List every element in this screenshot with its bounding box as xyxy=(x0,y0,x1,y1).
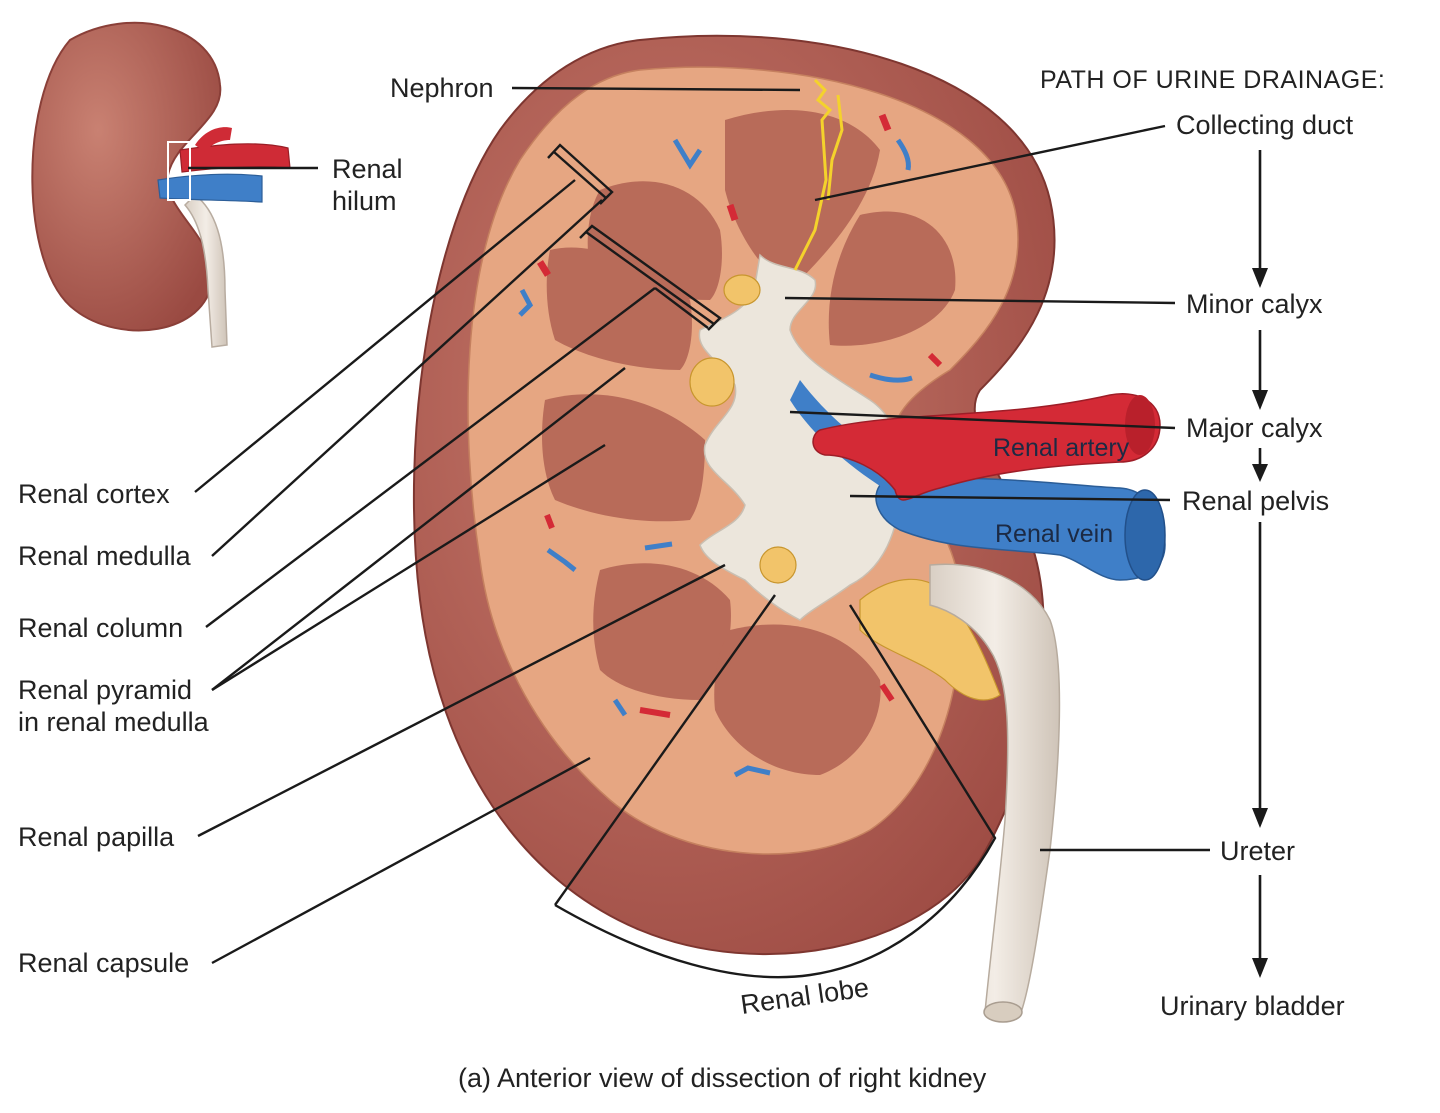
label-nephron: Nephron xyxy=(390,73,494,103)
leader-renal-column-tip xyxy=(654,287,709,329)
label-renal-vein: Renal vein xyxy=(995,520,1113,548)
labels: Nephron PATH OF URINE DRAINAGE: Collecti… xyxy=(18,66,1385,1093)
renal-pyramid-bottom xyxy=(714,624,881,775)
vessel-blue-2 xyxy=(895,138,911,171)
label-collecting-duct: Collecting duct xyxy=(1176,110,1354,140)
vessel-red-1 xyxy=(878,113,892,132)
renal-pyramid-lower-left xyxy=(593,563,731,700)
label-renal-medulla: Renal medulla xyxy=(18,541,192,571)
leader-renal-cortex xyxy=(194,179,576,493)
leader-renal-column xyxy=(205,287,656,628)
main-kidney xyxy=(412,34,1166,1023)
inset-artery-branch xyxy=(195,127,232,152)
arrow-3-head xyxy=(1252,464,1268,482)
renal-pelvis-shape xyxy=(698,253,903,621)
vessel-red-4 xyxy=(927,352,943,368)
label-renal-pelvis: Renal pelvis xyxy=(1182,486,1329,516)
leader-minor-calyx xyxy=(784,296,1176,305)
label-renal-column: Renal column xyxy=(18,613,183,643)
inset-vein xyxy=(157,173,263,203)
leader-lines xyxy=(188,86,1210,979)
vessel-blue-5 xyxy=(546,547,577,572)
label-renal-papilla: Renal papilla xyxy=(18,822,175,852)
label-major-calyx: Major calyx xyxy=(1186,413,1323,443)
renal-pyramid-top xyxy=(725,110,880,290)
inset-hilum-bracket xyxy=(167,141,191,201)
label-ureter: Ureter xyxy=(1220,836,1295,866)
figure-caption: (a) Anterior view of dissection of right… xyxy=(458,1063,987,1093)
vessel-red-7 xyxy=(879,683,895,702)
arrow-5-head xyxy=(1252,958,1268,978)
arrow-2-head xyxy=(1252,390,1268,410)
vessel-blue-4 xyxy=(869,372,913,383)
leader-renal-capsule xyxy=(211,756,591,965)
bracket-medulla-mid xyxy=(585,231,715,325)
label-path-heading: PATH OF URINE DRAINAGE: xyxy=(1040,66,1385,94)
leader-nephron xyxy=(511,86,801,92)
fat-mid-left xyxy=(689,357,735,407)
label-minor-calyx: Minor calyx xyxy=(1186,289,1323,319)
leader-renal-medulla xyxy=(211,199,603,557)
label-renal-artery: Renal artery xyxy=(993,434,1130,462)
vessel-red-5 xyxy=(544,513,555,530)
fat-sinus xyxy=(859,578,1001,701)
label-renal-capsule: Renal capsule xyxy=(18,948,189,978)
renal-pyramid-left xyxy=(542,394,705,522)
fat-lower xyxy=(759,546,797,584)
label-renal-cortex: Renal cortex xyxy=(18,479,170,509)
label-renal-hilum-2: hilum xyxy=(332,186,397,216)
renal-vein-opening xyxy=(1124,489,1166,581)
label-renal-hilum-1: Renal xyxy=(332,154,403,184)
leader-renal-pyramid-a xyxy=(211,367,626,691)
bracket-renal-lobe xyxy=(554,594,776,906)
leader-renal-pelvis xyxy=(849,494,1171,502)
label-renal-lobe: Renal lobe xyxy=(739,972,871,1020)
leader-renal-pyramid-b xyxy=(211,443,606,692)
label-renal-pyramid-1: Renal pyramid xyxy=(18,675,192,705)
renal-artery-vessel xyxy=(812,393,1161,501)
ureter-opening xyxy=(983,1001,1023,1023)
renal-pyramid-upper-right xyxy=(828,211,956,346)
renal-pyramid-mid-left xyxy=(546,247,692,370)
vessel-blue-1 xyxy=(672,138,703,170)
vessel-blue-6 xyxy=(644,541,673,551)
leader-renal-papilla xyxy=(197,563,726,838)
inset-ureter xyxy=(183,194,228,348)
vessel-blue-3 xyxy=(518,288,534,317)
nephron-tubule xyxy=(793,78,844,271)
fat-upper xyxy=(723,274,761,306)
renal-artery-opening xyxy=(1125,395,1155,455)
bracket-cortex-mid xyxy=(553,151,607,199)
renal-vein-vessel xyxy=(875,477,1166,581)
vessel-blue-7 xyxy=(612,698,628,717)
vessel-red-3 xyxy=(537,260,551,277)
inset-kidney xyxy=(31,21,291,348)
leader-major-calyx xyxy=(789,410,1176,430)
arrow-1-head xyxy=(1252,268,1268,288)
leader-collecting-duct xyxy=(814,124,1166,202)
vessel-red-6 xyxy=(639,707,671,718)
arrow-4-head xyxy=(1252,808,1268,828)
vessel-red-2 xyxy=(726,203,739,222)
vessel-blue-8 xyxy=(733,765,771,778)
label-renal-pyramid-2: in renal medulla xyxy=(18,707,210,737)
label-urinary-bladder: Urinary bladder xyxy=(1160,991,1345,1021)
drainage-path-arrows xyxy=(1252,150,1268,978)
bracket-renal-lobe-curve xyxy=(554,604,997,979)
